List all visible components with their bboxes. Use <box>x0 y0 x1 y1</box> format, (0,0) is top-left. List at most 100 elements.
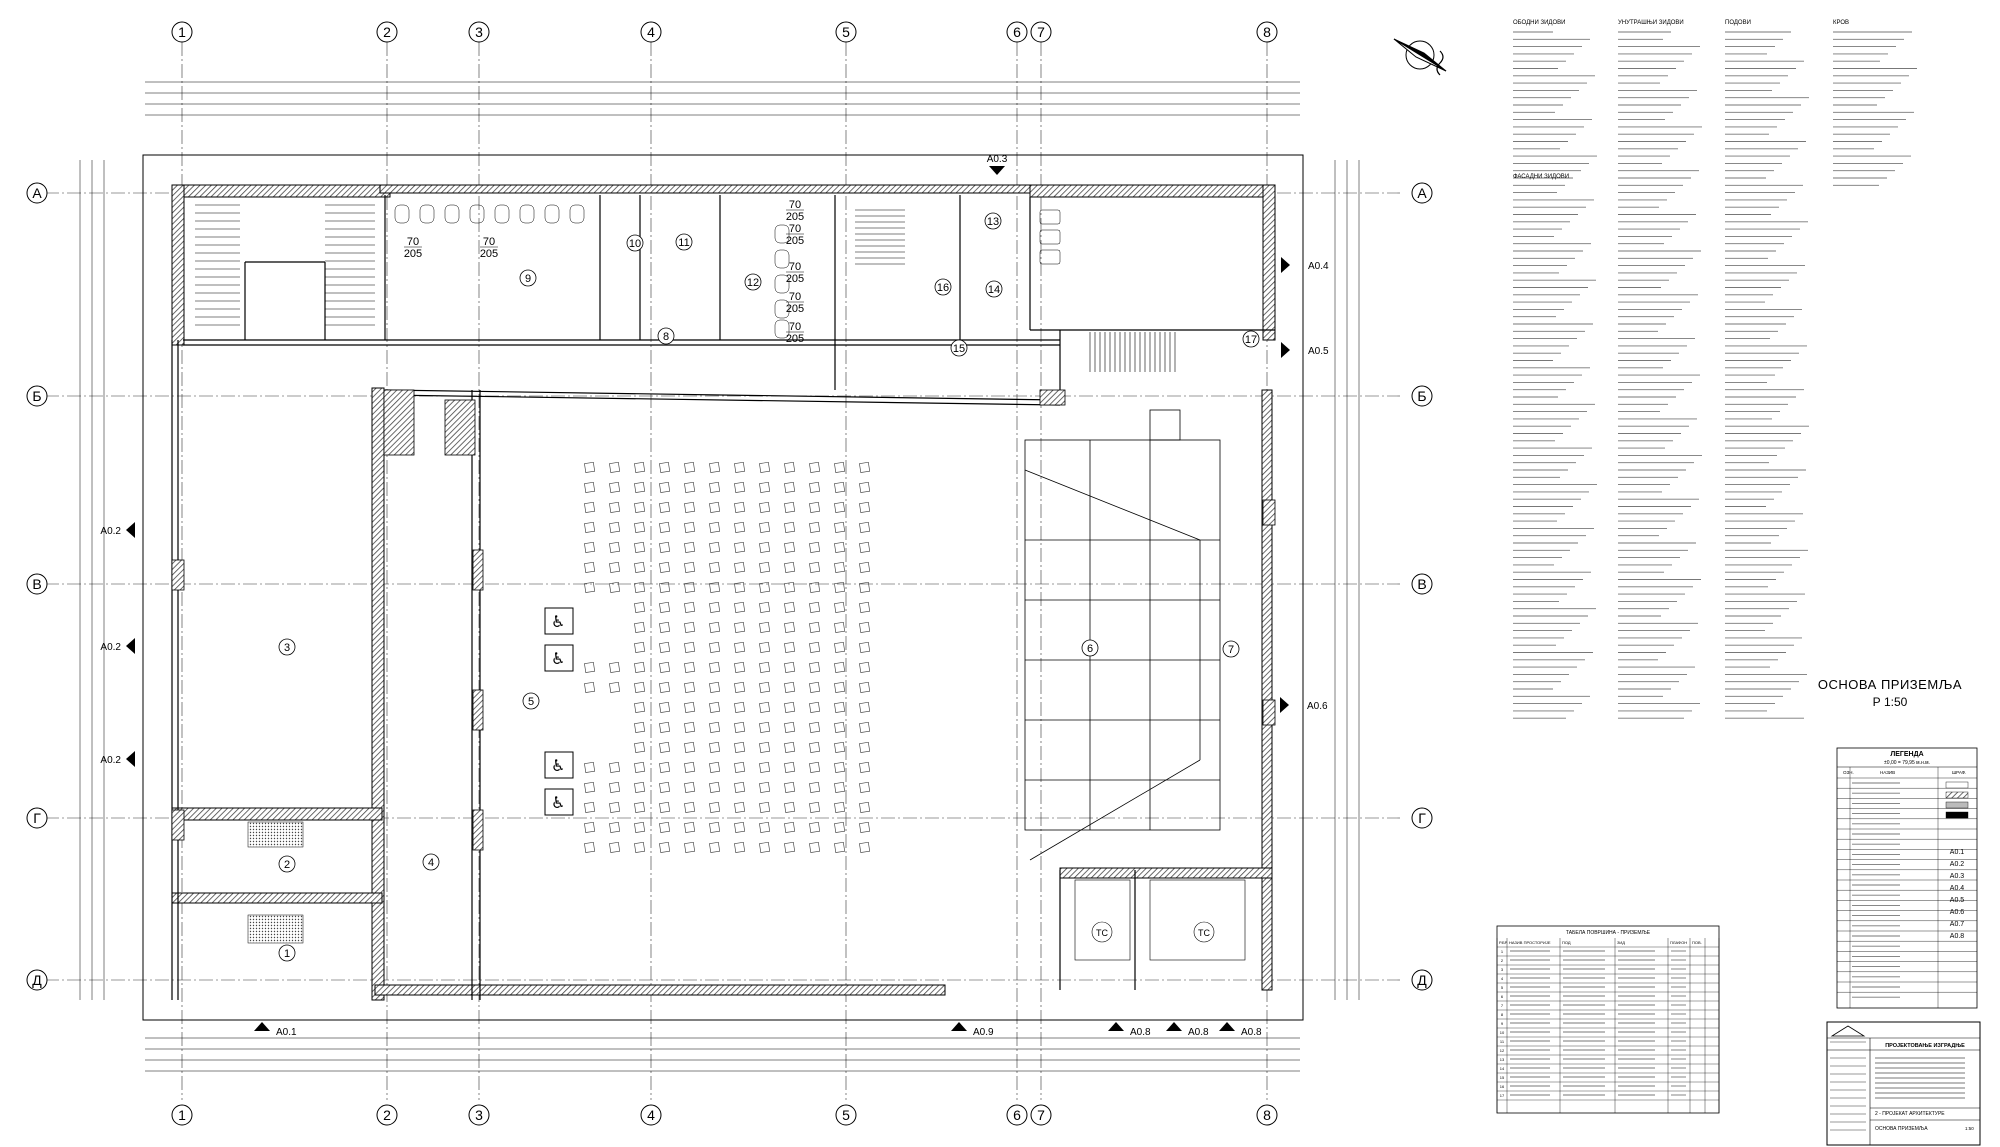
svg-text:16: 16 <box>937 282 949 294</box>
svg-text:2: 2 <box>284 859 290 871</box>
svg-text:♿: ♿ <box>551 793 565 812</box>
svg-text:205: 205 <box>786 273 804 285</box>
svg-text:13: 13 <box>1500 1057 1505 1062</box>
svg-text:10: 10 <box>629 238 641 250</box>
svg-text:8: 8 <box>1501 1012 1504 1017</box>
view-marker: А0.2 <box>100 751 135 767</box>
svg-text:4: 4 <box>428 857 434 869</box>
svg-text:1: 1 <box>1501 949 1504 954</box>
floor-plan-drawing: ♿ ♿ ♿ ♿ <box>45 42 1400 1100</box>
title-sheet-name: ОСНОВА ПРИЗЕМЉА <box>1875 1126 1928 1132</box>
legend-subtitle: ±0,00 = 79,95 м.н.м. <box>1884 760 1930 766</box>
svg-text:70: 70 <box>789 321 801 333</box>
svg-text:НАЗИВ ПРОСТОРИЈЕ: НАЗИВ ПРОСТОРИЈЕ <box>1509 940 1551 945</box>
grid-col-label: 6 <box>1013 1107 1021 1123</box>
grid-col-label: 8 <box>1263 24 1271 40</box>
room-number: 7 <box>1222 640 1240 658</box>
room-number: 13 <box>984 212 1002 230</box>
room-number: 6 <box>1081 639 1099 657</box>
grid-bubble-row: Б <box>26 385 48 407</box>
grid-bubble-col: 5 <box>835 21 857 43</box>
grid-row-label: Г <box>33 810 41 826</box>
svg-text:70: 70 <box>789 291 801 303</box>
svg-text:5: 5 <box>528 696 534 708</box>
view-marker: А0.6 <box>1280 697 1328 713</box>
room-number: 15 <box>950 339 968 357</box>
svg-text:♿: ♿ <box>551 756 565 775</box>
room-label: ТС <box>1198 928 1210 938</box>
svg-text:205: 205 <box>786 303 804 315</box>
grid-bubble-col: 7 <box>1030 21 1052 43</box>
site-boundary <box>142 154 1304 1021</box>
svg-text:♿: ♿ <box>551 612 565 631</box>
svg-text:Р.БР.: Р.БР. <box>1499 940 1508 945</box>
grid-row-label: А <box>1417 185 1427 201</box>
grid-bubble-row: А <box>1411 182 1433 204</box>
columns <box>171 389 1276 851</box>
exterior-walls <box>171 184 1276 1001</box>
svg-text:205: 205 <box>404 248 422 260</box>
svg-text:11: 11 <box>1500 1039 1505 1044</box>
svg-text:А0.8: А0.8 <box>1188 1027 1209 1038</box>
svg-text:70: 70 <box>483 236 495 248</box>
room-number: 1 <box>278 944 296 962</box>
svg-text:14: 14 <box>988 284 1000 296</box>
grid-bubble-row: В <box>26 573 48 595</box>
accessible-seats <box>544 607 574 816</box>
svg-text:♿: ♿ <box>551 649 565 668</box>
interior-walls <box>171 195 1275 1000</box>
svg-text:12: 12 <box>747 277 759 289</box>
svg-text:6: 6 <box>1087 643 1093 655</box>
wheelchair-icon: ♿ ♿ ♿ ♿ <box>551 612 565 812</box>
legend-code: А0.6 <box>1950 909 1965 916</box>
view-marker: А0.5 <box>1281 342 1329 358</box>
svg-text:А0.5: А0.5 <box>1308 346 1329 357</box>
grid-row-label: Г <box>1418 810 1426 826</box>
transformer-rooms <box>1074 879 1246 961</box>
grid-row-label: Б <box>1417 388 1426 404</box>
grid-bubble-row: Б <box>1411 385 1433 407</box>
grid-bubble-col: 6 <box>1006 1104 1028 1126</box>
svg-text:70: 70 <box>407 236 419 248</box>
svg-text:1: 1 <box>284 948 290 960</box>
grid-bubble-col: 4 <box>640 21 662 43</box>
grid-bubble-col: 8 <box>1256 21 1278 43</box>
svg-text:13: 13 <box>987 216 999 228</box>
svg-text:ПОД: ПОД <box>1562 940 1571 945</box>
svg-text:9: 9 <box>1501 1021 1504 1026</box>
svg-text:12: 12 <box>1500 1048 1505 1053</box>
room-number: 12 <box>744 273 762 291</box>
room-number: 16 <box>934 278 952 296</box>
grid-row-label: В <box>32 576 41 592</box>
view-marker: А0.1 <box>254 1022 297 1038</box>
legend-code: А0.7 <box>1950 921 1965 928</box>
grid-bubble-col: 1 <box>171 1104 193 1126</box>
legend-title: ЛЕГЕНДА <box>1890 751 1923 758</box>
svg-text:А0.4: А0.4 <box>1308 261 1329 272</box>
notes-heading: ПОДОВИ <box>1725 20 1751 26</box>
grid-col-label: 7 <box>1037 1107 1045 1123</box>
room-number: 4 <box>422 853 440 871</box>
stairs <box>195 204 1176 372</box>
legend-code: А0.5 <box>1950 897 1965 904</box>
view-marker: А0.8 <box>1219 1022 1262 1038</box>
svg-text:3: 3 <box>284 642 290 654</box>
svg-text:5: 5 <box>1501 985 1504 990</box>
notes-text-lines <box>1618 31 1702 719</box>
grid-row-label: Б <box>32 388 41 404</box>
grid-bubble-row: Д <box>1411 969 1433 991</box>
entrance-mat-2 <box>247 914 304 944</box>
view-marker: А0.8 <box>1166 1022 1209 1038</box>
grid-col-label: 5 <box>842 24 850 40</box>
